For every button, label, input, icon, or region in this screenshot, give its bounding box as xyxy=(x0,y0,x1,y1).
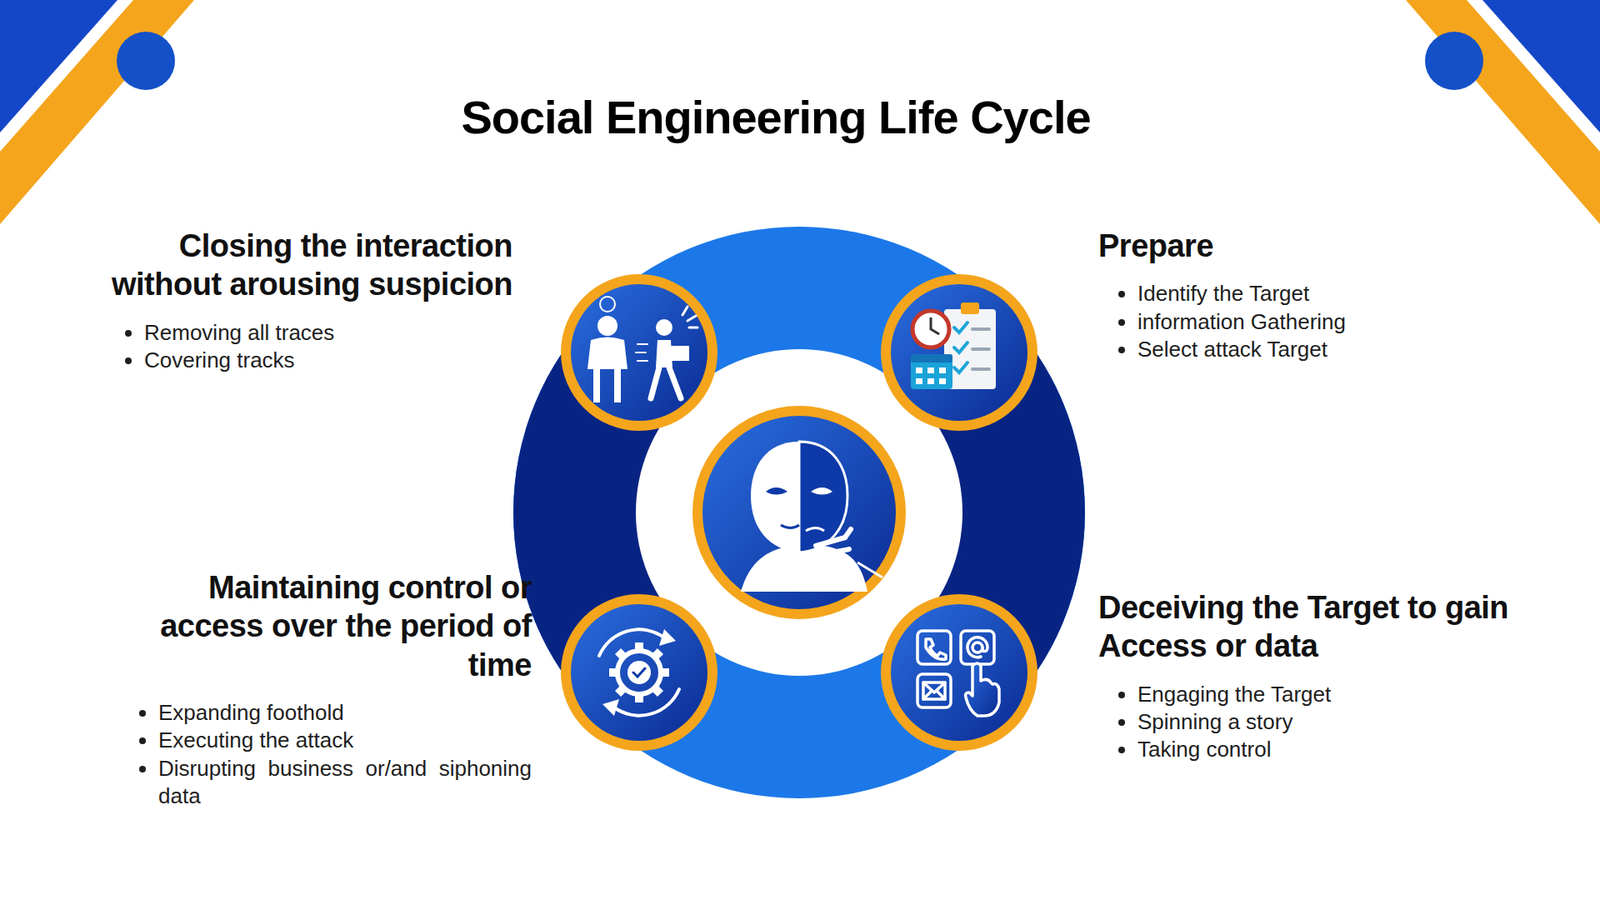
bullet-item: Executing the attack xyxy=(158,726,532,755)
stage-section: PrepareIdentify the Targetinformation Ga… xyxy=(1098,226,1549,364)
stage-section: Closing the interaction without arousing… xyxy=(95,226,513,375)
bullet-item: Removing all traces xyxy=(144,319,513,347)
bullet-item: Engaging the Target xyxy=(1137,680,1549,709)
stage-heading: Closing the interaction without arousing… xyxy=(95,226,513,305)
bullet-list: Engaging the TargetSpinning a storyTakin… xyxy=(1098,680,1549,765)
diagram-title: Social Engineering Life Cycle xyxy=(275,90,1276,145)
bullet-item: Spinning a story xyxy=(1137,708,1549,736)
bullet-item: Taking control xyxy=(1137,735,1549,764)
closing-icon xyxy=(560,274,718,431)
bullet-item: Disrupting business or/and siphoning dat… xyxy=(158,755,532,811)
control-icon xyxy=(560,594,718,751)
mask-icon xyxy=(692,405,906,620)
prepare-icon xyxy=(880,274,1038,431)
cycle-ring xyxy=(513,226,1085,799)
bullet-item: Expanding foothold xyxy=(158,699,532,727)
stage-heading: Maintaining control or access over the p… xyxy=(131,568,532,685)
bullet-item: Select attack Target xyxy=(1137,335,1549,364)
stage-section: Deceiving the Target to gain Access or d… xyxy=(1098,588,1549,765)
bullet-item: information Gathering xyxy=(1137,308,1549,336)
bullet-list: Expanding footholdExecuting the attackDi… xyxy=(98,699,532,810)
stage-section: Maintaining control or access over the p… xyxy=(98,568,532,810)
stage-heading: Deceiving the Target to gain Access or d… xyxy=(1098,588,1515,666)
bullet-list: Identify the Targetinformation Gathering… xyxy=(1098,280,1549,364)
deceive-icon xyxy=(880,594,1038,751)
bullet-list: Removing all tracesCovering tracks xyxy=(95,319,513,375)
corner-decoration xyxy=(0,0,1600,225)
stage-heading: Prepare xyxy=(1098,226,1549,265)
bullet-item: Identify the Target xyxy=(1137,280,1549,308)
bullet-item: Covering tracks xyxy=(144,346,513,375)
